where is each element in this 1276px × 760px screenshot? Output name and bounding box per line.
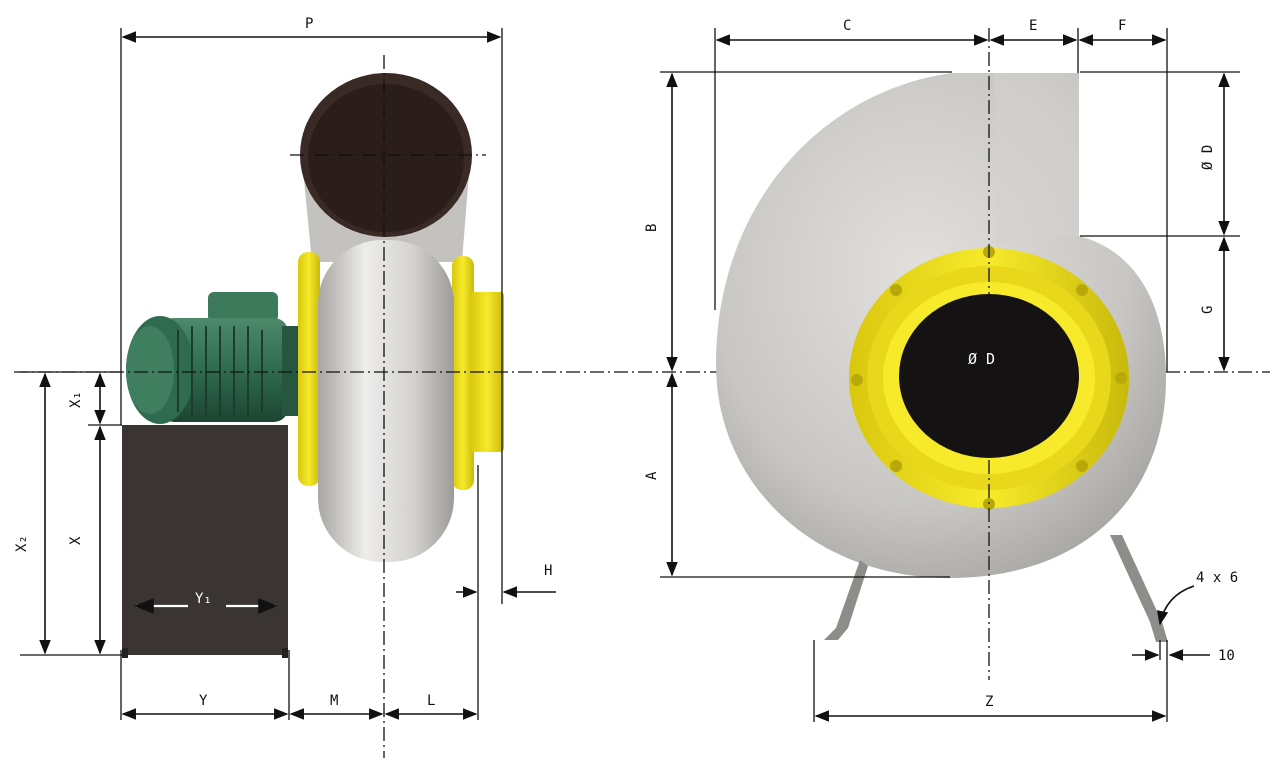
flange-motor-side bbox=[298, 252, 320, 486]
dim-H-label: H bbox=[544, 563, 552, 579]
dim-Y-label: Y bbox=[199, 693, 208, 709]
dim-10-label: 10 bbox=[1218, 648, 1235, 664]
dim-P-label: P bbox=[305, 16, 313, 32]
foot-left bbox=[824, 560, 868, 640]
foot-right bbox=[1110, 535, 1168, 642]
dim-Y1-label: Y₁ bbox=[195, 591, 212, 607]
dim-C-label: C bbox=[843, 18, 851, 34]
dim-L-label: L bbox=[427, 693, 435, 709]
motor-base bbox=[122, 425, 288, 655]
side-view: P X₁ X₂ X Y₁ Y M L H bbox=[14, 16, 556, 758]
dim-X2-label: X₂ bbox=[14, 535, 30, 552]
base-foot-right bbox=[282, 648, 288, 658]
dim-E-label: E bbox=[1029, 18, 1037, 34]
dim-X-label: X bbox=[68, 536, 84, 545]
dim-M-label: M bbox=[330, 693, 338, 709]
mounting-holes-label: 4 x 6 bbox=[1196, 570, 1238, 586]
dim-Z-label: Z bbox=[985, 694, 993, 710]
dim-inlet-diameter-label: Ø D bbox=[968, 350, 995, 368]
front-view: C E F B A Ø D G Ø D 4 x 6 10 Z bbox=[644, 18, 1240, 722]
dim-G-label: G bbox=[1200, 306, 1216, 314]
dim-outlet-diameter-label: Ø D bbox=[1200, 145, 1216, 170]
motor bbox=[126, 292, 300, 424]
dim-F-label: F bbox=[1118, 18, 1126, 34]
flange-inlet-side bbox=[452, 256, 474, 490]
base-foot-left bbox=[122, 648, 128, 658]
fan-housing-side bbox=[318, 240, 454, 562]
dim-A-label: A bbox=[644, 471, 660, 480]
dim-X1-label: X₁ bbox=[68, 391, 84, 408]
inlet-spigot bbox=[470, 292, 504, 452]
mounting-holes-leader bbox=[1156, 585, 1195, 626]
dim-B-label: B bbox=[644, 224, 660, 232]
